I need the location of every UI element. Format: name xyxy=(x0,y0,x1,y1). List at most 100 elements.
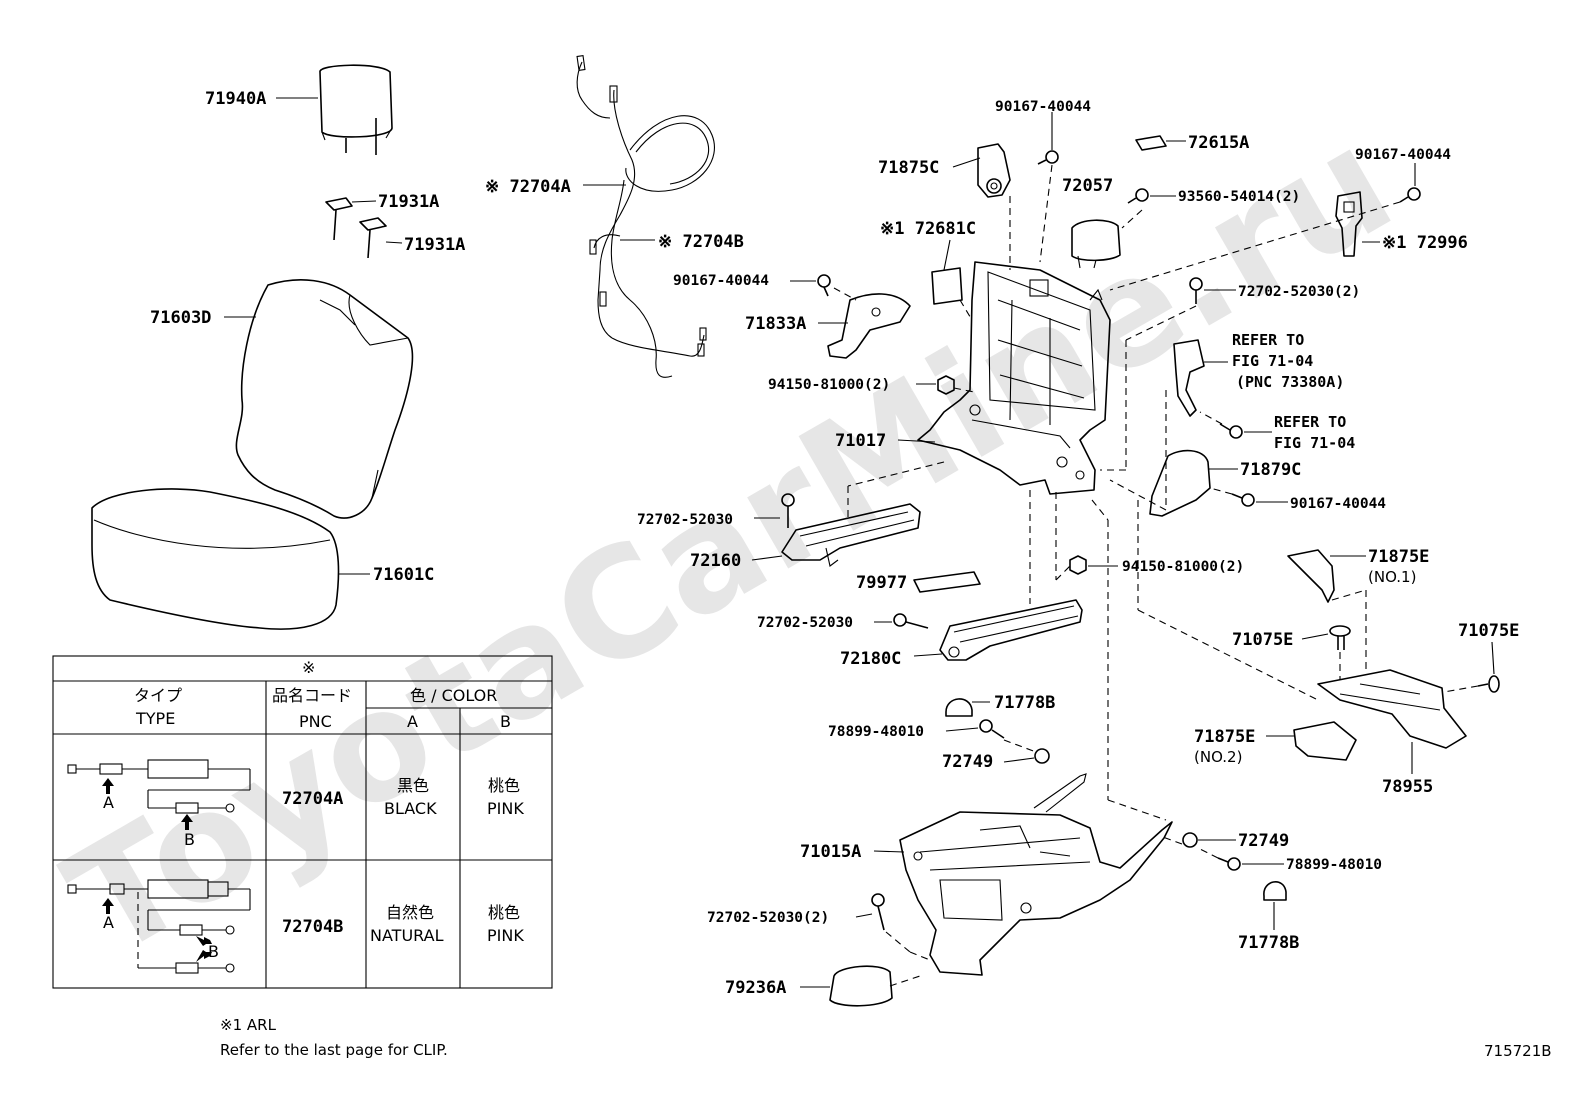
note-arl: ※1 ARL xyxy=(220,1016,277,1034)
cap-71778B-top xyxy=(945,698,973,717)
label-71931A-2: 71931A xyxy=(404,235,465,255)
table-title: ※ xyxy=(302,658,315,677)
label-71601C: 71601C xyxy=(373,565,434,585)
label-90167-left: 90167-40044 xyxy=(673,273,769,289)
row2-a-en: NATURAL xyxy=(370,926,444,945)
bushing-72749-bot xyxy=(1182,832,1198,848)
cable-type-a-icon xyxy=(67,759,251,830)
header-pnc-jp: 品名コード xyxy=(272,686,352,705)
label-71603D: 71603D xyxy=(150,308,211,328)
label-71875E-1: 71875E xyxy=(1368,547,1429,567)
bolt-90167-top xyxy=(1037,150,1059,165)
row1-mark-b: B xyxy=(184,830,195,849)
headrest-71940A xyxy=(319,64,393,155)
label-72702-b: 72702-52030 xyxy=(757,615,853,631)
label-no2: (NO.2) xyxy=(1194,748,1242,766)
seat-cushion-cover-71601C xyxy=(91,488,340,630)
label-72702-c: 72702-52030(2) xyxy=(707,910,829,926)
row2-b-jp: 桃色 xyxy=(488,903,520,922)
label-72704B: ※ 72704B xyxy=(658,232,744,252)
bolt-72702-b xyxy=(893,613,929,629)
label-72160: 72160 xyxy=(690,551,741,571)
row1-a-en: BLACK xyxy=(384,799,437,818)
label-72615A: 72615A xyxy=(1188,133,1249,153)
label-71875C: 71875C xyxy=(878,158,939,178)
header-col-a: A xyxy=(407,712,418,731)
clip-71075E-2 xyxy=(1477,675,1500,693)
row2-mark-b: B xyxy=(208,942,219,961)
label-72704A: ※ 72704A xyxy=(485,177,571,197)
part-72057 xyxy=(1071,219,1121,269)
label-72749-top: 72749 xyxy=(942,752,993,772)
bolt-78899-top xyxy=(979,719,1005,739)
seat-belt-buckle xyxy=(1173,339,1205,417)
label-71075E-1: 71075E xyxy=(1232,630,1293,650)
label-71075E-2: 71075E xyxy=(1458,621,1519,641)
bolt-78899-bot xyxy=(1217,857,1241,871)
bushing-72749-top xyxy=(1034,748,1050,764)
label-71931A-1: 71931A xyxy=(378,192,439,212)
label-71017: 71017 xyxy=(835,431,886,451)
label-71015A: 71015A xyxy=(800,842,861,862)
cover-71875C xyxy=(977,143,1011,198)
row2-mark-a: A xyxy=(103,913,114,932)
refer2-line2: FIG 71-04 xyxy=(1274,434,1355,452)
label-72180C: 72180C xyxy=(840,649,901,669)
color-type-table: ※ タイプ TYPE 品名コード PNC 色 / COLOR A B A B xyxy=(52,655,553,989)
clip-71075E-1 xyxy=(1329,625,1351,650)
seatback-cover-71603D xyxy=(235,279,414,519)
label-71879C: 71879C xyxy=(1240,460,1301,480)
refer1-line3: (PNC 73380A) xyxy=(1236,373,1344,391)
row1-b-en: PINK xyxy=(487,799,524,818)
header-col-b: B xyxy=(500,712,511,731)
row1-mark-a: A xyxy=(103,793,114,812)
cover-71879C xyxy=(1149,449,1211,517)
row1-b-jp: 桃色 xyxy=(488,776,520,795)
nut-94150-mid xyxy=(1069,555,1087,575)
label-93560: 93560-54014(2) xyxy=(1178,189,1300,205)
label-71940A: 71940A xyxy=(205,89,266,109)
label-no1: (NO.1) xyxy=(1368,568,1416,586)
row1-a-jp: 黒色 xyxy=(397,776,429,795)
bolt-90167-left xyxy=(817,274,831,297)
label-94150-top: 94150-81000(2) xyxy=(768,377,890,393)
refer2-line1: REFER TO xyxy=(1274,413,1346,431)
label-79236A: 79236A xyxy=(725,978,786,998)
figure-number: 715721B xyxy=(1484,1042,1552,1060)
label-72749-bot: 72749 xyxy=(1238,831,1289,851)
header-type-jp: タイプ xyxy=(134,686,182,705)
cap-71778B-bot xyxy=(1263,881,1287,901)
bolt-72702-right xyxy=(1189,277,1203,304)
label-90167-top: 90167-40044 xyxy=(995,99,1091,115)
seatback-frame-71017 xyxy=(917,261,1111,495)
headrest-guide-71931A-1 xyxy=(325,197,353,241)
seat-track-72180C xyxy=(939,599,1083,661)
row1-pnc: 72704A xyxy=(282,789,343,809)
label-78899-bot: 78899-48010 xyxy=(1286,857,1382,873)
bolt-90167-mid xyxy=(1231,493,1255,507)
bolt-72702-a xyxy=(781,493,795,528)
row2-b-en: PINK xyxy=(487,926,524,945)
cable-type-b-icon xyxy=(67,879,251,974)
row2-pnc: 72704B xyxy=(282,917,343,937)
screw-93560 xyxy=(1127,188,1149,204)
nut-94150-top xyxy=(937,375,955,395)
label-71833A: 71833A xyxy=(745,314,806,334)
label-71778B-bot: 71778B xyxy=(1238,933,1299,953)
headrest-guide-71931A-2 xyxy=(359,217,387,259)
label-78899-top: 78899-48010 xyxy=(828,724,924,740)
row2-a-jp: 自然色 xyxy=(386,903,434,922)
part-72996 xyxy=(1335,191,1363,257)
label-71875E-2: 71875E xyxy=(1194,727,1255,747)
bracket-72615A xyxy=(1135,135,1167,151)
seat-track-72160 xyxy=(781,503,921,567)
label-72681C: ※1 72681C xyxy=(880,219,976,239)
refer1-line2: FIG 71-04 xyxy=(1232,352,1313,370)
header-color: 色 / COLOR xyxy=(410,686,497,705)
bolt-refer2 xyxy=(1219,423,1243,439)
label-72702-a: 72702-52030 xyxy=(637,512,733,528)
bracket-71875E-no2 xyxy=(1293,721,1357,761)
assembly-guide-lines xyxy=(833,164,1479,987)
label-72057: 72057 xyxy=(1062,176,1113,196)
